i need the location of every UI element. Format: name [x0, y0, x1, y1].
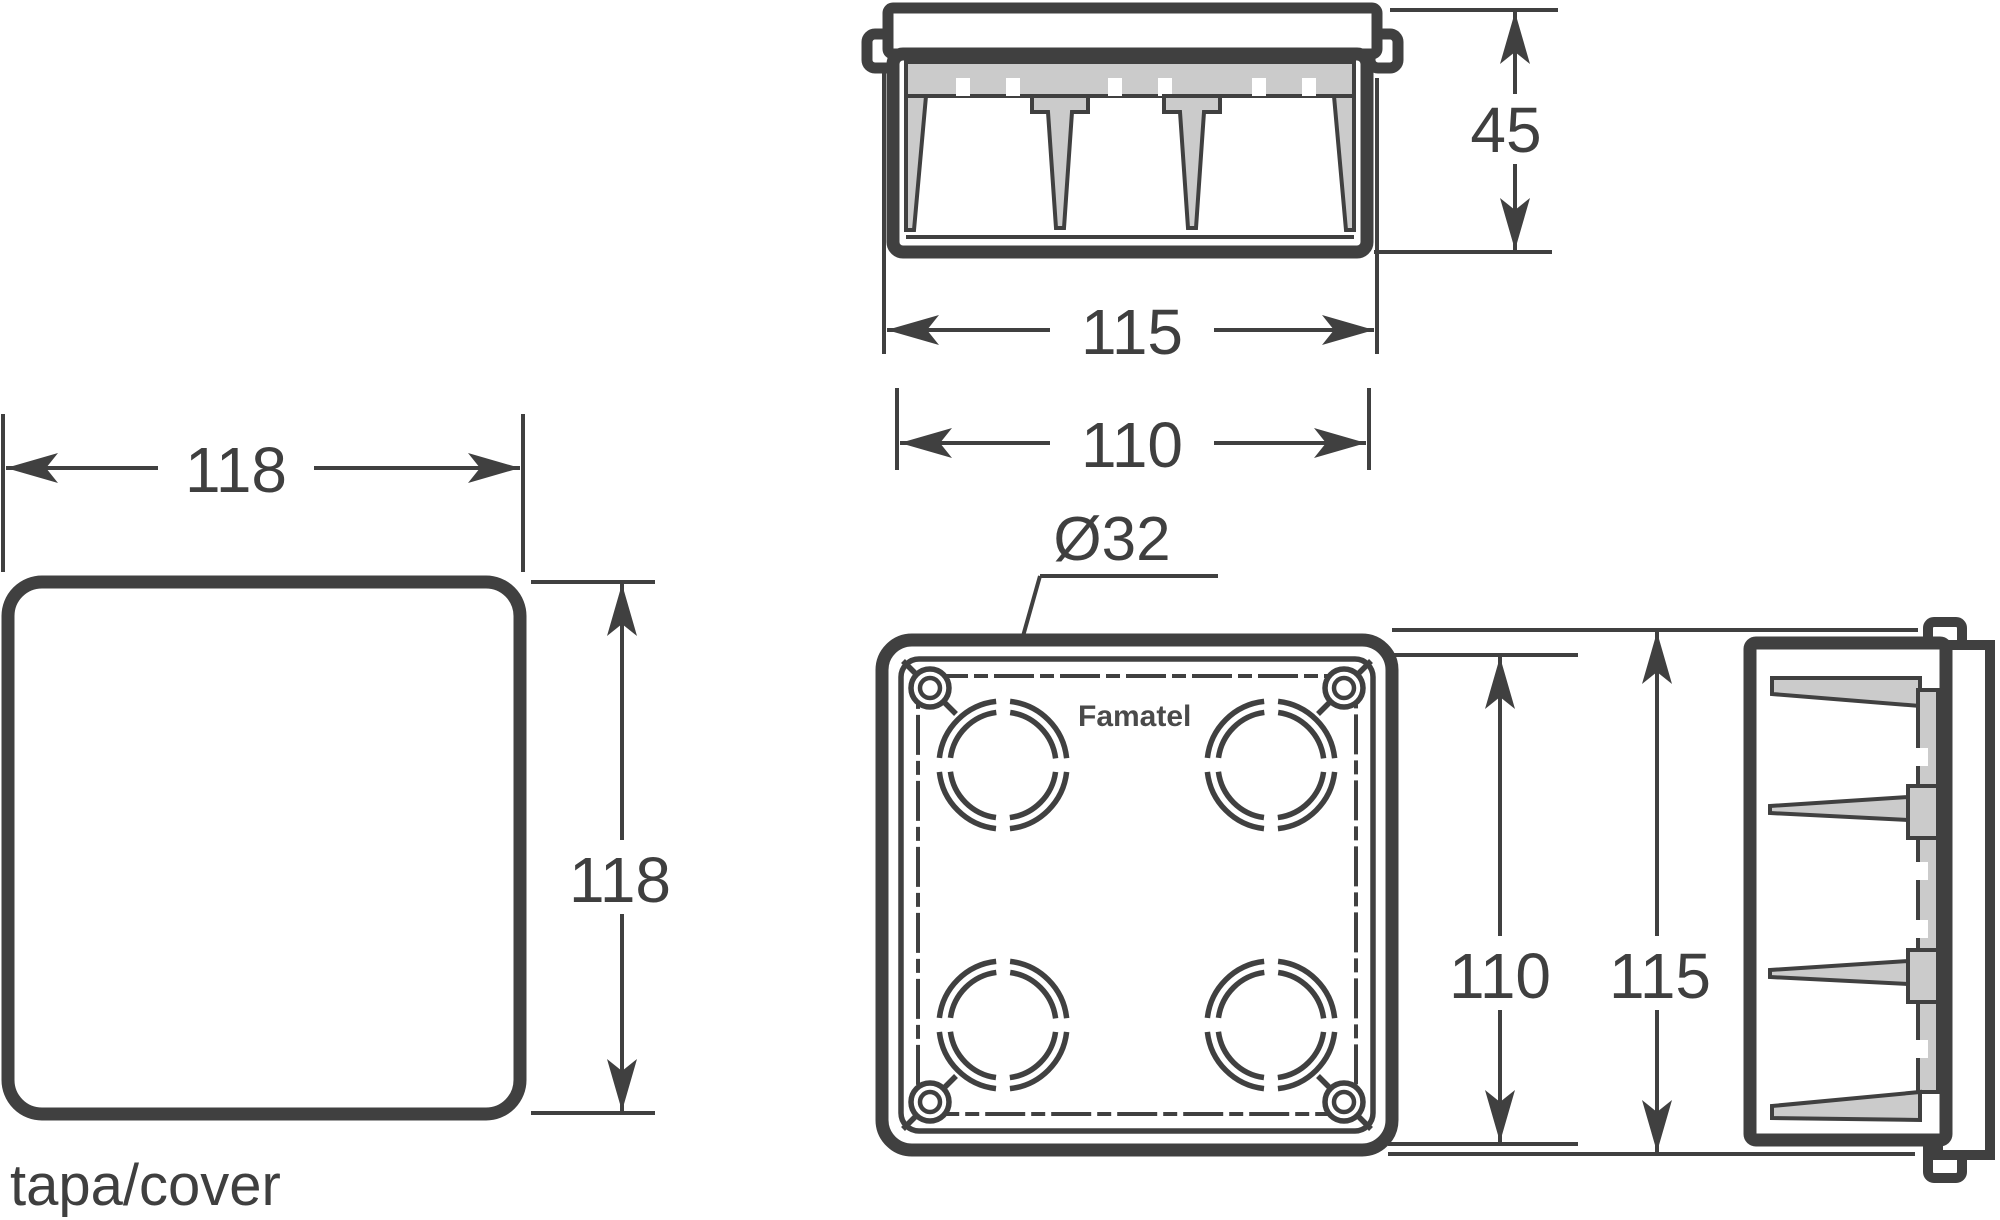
claw-band — [904, 60, 1356, 98]
arrowhead-up — [1642, 632, 1672, 684]
arrowhead-down — [1485, 1090, 1515, 1142]
cover-width-dimension: 118 — [1, 414, 525, 572]
screw-boss-bottom-left — [901, 1074, 958, 1131]
top-outer-width-dimension: 115 — [882, 70, 1379, 368]
front-view: Famatel — [875, 633, 1399, 1157]
boss-spoke — [901, 1114, 918, 1131]
screw-boss-top-left — [901, 659, 958, 716]
claw-cap — [1906, 948, 1940, 1004]
boss-spoke — [1356, 659, 1373, 676]
arrowhead-left — [900, 428, 952, 458]
lid-section — [882, 2, 1383, 60]
boss-inner — [917, 1089, 943, 1115]
claw-slot — [1916, 920, 1928, 938]
text-halo — [1050, 292, 1214, 366]
boss-spoke — [1316, 700, 1332, 716]
arrowhead-left — [6, 453, 58, 483]
arrowhead-down — [1500, 198, 1530, 250]
side-inner-height-dimension: 110 — [1388, 653, 1580, 1146]
top-section-view — [861, 2, 1404, 259]
text-halo — [1420, 936, 1580, 1010]
claw-slot — [1302, 78, 1316, 96]
claw-slot — [1158, 78, 1172, 96]
claw-slot — [1916, 748, 1928, 766]
arrowhead-right — [468, 453, 520, 483]
claw-band-bottom — [1770, 1089, 1922, 1123]
boss-spoke — [942, 1074, 958, 1090]
box-front-castellated-rim — [916, 674, 1358, 1116]
arrowhead-down — [607, 1059, 637, 1111]
box-front-inner-rim — [898, 656, 1376, 1134]
claw-wedge-left — [904, 94, 929, 232]
side-profile-view — [1743, 617, 1995, 1183]
side-outer-height-value: 115 — [1609, 940, 1711, 1012]
claw-slot — [1916, 1040, 1928, 1058]
arrowhead-up — [1485, 657, 1515, 709]
depth-value: 45 — [1470, 94, 1541, 166]
boss-spoke — [901, 659, 918, 676]
claw-slot — [1252, 78, 1266, 96]
arrowhead-left — [887, 315, 939, 345]
cover-caption: tapa/cover — [10, 1153, 281, 1218]
cover-height-value: 118 — [569, 844, 671, 916]
brand-logo-text: Famatel — [1078, 700, 1191, 733]
arrowhead-right — [1314, 428, 1366, 458]
text-halo — [1580, 936, 1740, 1010]
boss-inner — [917, 675, 943, 701]
arrowhead-down — [1642, 1100, 1672, 1152]
text-halo — [158, 430, 314, 504]
screw-boss-top-right — [1316, 659, 1373, 716]
boss-inner — [1331, 675, 1357, 701]
side-inner-height-value: 110 — [1449, 940, 1551, 1012]
depth-dimension: 45 — [1374, 8, 1562, 254]
cover-height-dimension: 118 — [531, 580, 699, 1115]
claw-spike — [1162, 94, 1222, 230]
claw-spike — [1030, 94, 1090, 230]
cover-width-value: 118 — [185, 434, 287, 506]
cover-outline — [1, 575, 527, 1121]
claw-spike-side — [1768, 794, 1910, 823]
box-side-outline — [1743, 636, 1953, 1147]
claw-spike-side — [1768, 958, 1910, 987]
top-inner-width-dimension: 110 — [895, 388, 1371, 481]
text-halo — [1452, 94, 1562, 164]
text-halo — [1050, 405, 1214, 479]
arrowhead-up — [607, 584, 637, 636]
claw-cap — [1906, 784, 1940, 840]
cover-view — [1, 575, 527, 1121]
box-front-outline — [875, 633, 1399, 1157]
top-outer-width-value: 115 — [1081, 296, 1183, 368]
knockout-diameter-value: Ø32 — [1053, 505, 1170, 574]
claw-wedge-right — [1331, 94, 1356, 232]
text-halo — [545, 840, 699, 914]
claw-slot — [1916, 862, 1928, 880]
claw-slot — [956, 78, 970, 96]
arrowhead-up — [1500, 12, 1530, 64]
boss-spoke — [1356, 1114, 1373, 1131]
screw-boss-bottom-right — [1316, 1074, 1373, 1131]
arrowhead-right — [1322, 315, 1374, 345]
side-outer-height-dimension: 115 — [1388, 628, 1918, 1156]
boss-spoke — [1316, 1074, 1332, 1090]
box-body-section — [886, 47, 1374, 259]
top-inner-width-value: 110 — [1081, 409, 1183, 481]
boss-spoke — [942, 700, 958, 716]
boss-inner — [1331, 1089, 1357, 1115]
claw-slot — [1006, 78, 1020, 96]
claw-slot — [1108, 78, 1122, 96]
